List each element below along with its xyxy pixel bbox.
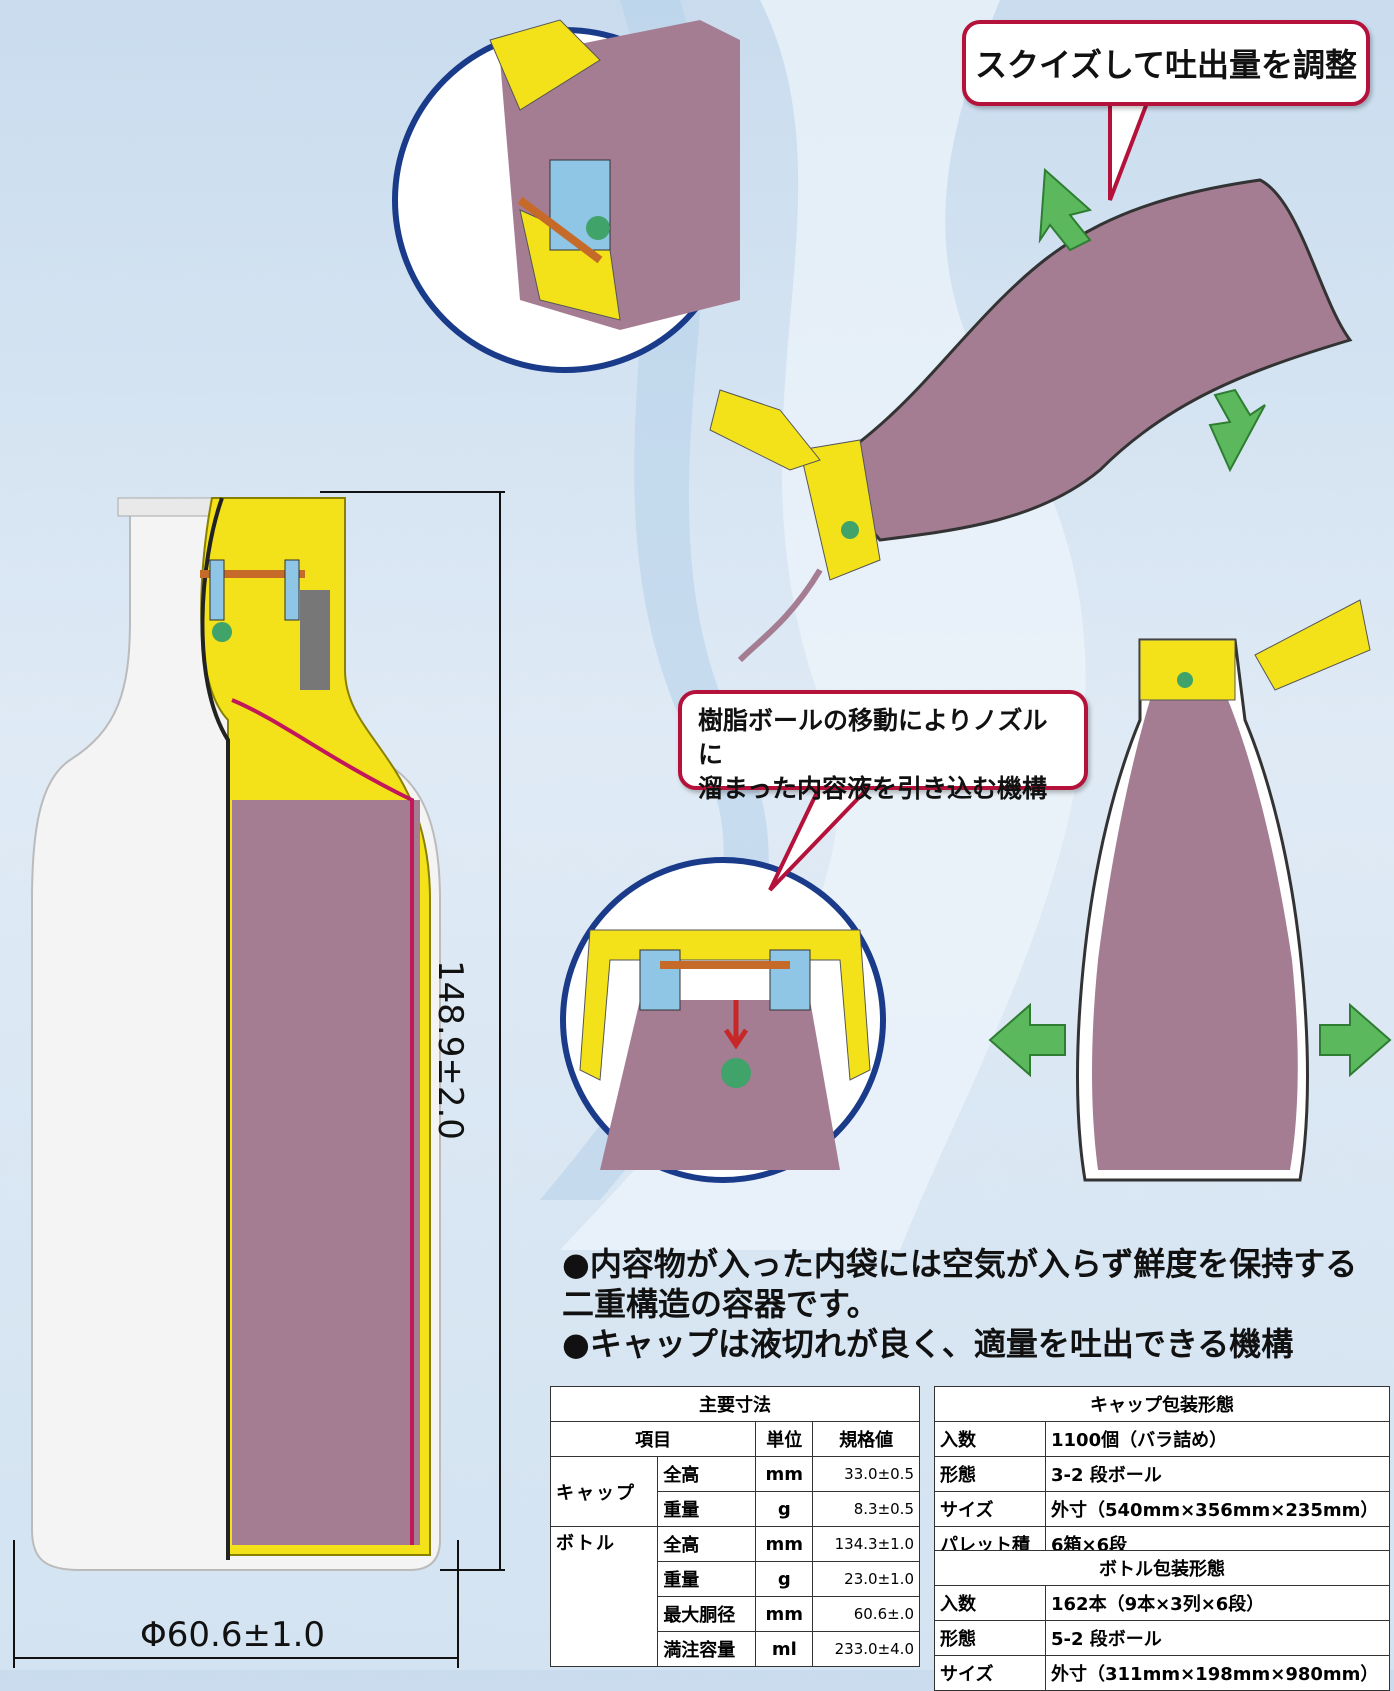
row-value: 外寸（540mm×356mm×235mm） [1045,1491,1390,1527]
bottle-label: ボトル [549,1526,659,1667]
main-table-title: 主要寸法 [550,1386,920,1422]
arrow-down-icon [1038,167,1093,252]
callout-mechanism: 樹脂ボールの移動によりノズルに 溜まった内容液を引き込む機構 [678,690,1088,803]
row-name: 重量 [657,1561,757,1597]
arrow-right-icon [1319,1002,1392,1078]
height-dimension: 148.9±2.0 [430,960,470,1140]
row-value: 5-2 段ボール [1045,1620,1390,1656]
row-value: 外寸（311mm×198mm×980mm） [1045,1655,1390,1691]
row-key: 入数 [934,1585,1046,1621]
table-row: 最大胴径 mm 60.6±.0 [551,1596,920,1632]
callout-mechanism-line2: 溜まった内容液を引き込む機構 [698,774,1048,803]
row-value: 8.3±0.5 [812,1491,920,1527]
nozzle-detail-bottom [560,857,886,1183]
header-item: 項目 [549,1421,757,1457]
row-unit: g [755,1561,814,1597]
table-row: サイズ外寸（540mm×356mm×235mm） [934,1491,1390,1527]
cap-label: キャップ [549,1456,659,1527]
row-value: 60.6±.0 [812,1596,920,1632]
row-value: 233.0±4.0 [812,1631,920,1667]
table-row: 重量 g 23.0±1.0 [551,1561,920,1597]
row-value: 23.0±1.0 [812,1561,920,1597]
row-key: 形態 [934,1620,1046,1656]
row-key: サイズ [934,1491,1046,1527]
table-row: キャップ 全高 mm 33.0±0.5 [549,1456,920,1527]
table-row: サイズ外寸（311mm×198mm×980mm） [934,1655,1390,1691]
dimension-lines [13,491,505,1668]
row-value: 162本（9本×3列×6段） [1045,1585,1390,1621]
row-unit: g [755,1491,814,1527]
tilted-bottle [709,178,1353,663]
row-unit: mm [755,1456,814,1492]
row-value: 134.3±1.0 [812,1526,920,1562]
description-line3: ●キャップは液切れが良く、適量を吐出できる機構 [562,1325,1294,1363]
table-row: ボトル 全高 mm 134.3±1.0 [549,1526,920,1667]
nozzle-detail-top [392,19,740,373]
row-key: サイズ [934,1655,1046,1691]
row-unit: mm [755,1526,814,1562]
main-dimensions-table: 主要寸法 項目 単位 規格値 キャップ 全高 mm 33.0±0.5 重量 g … [549,1386,920,1667]
row-name: 全高 [657,1526,757,1562]
callout-squeeze: スクイズして吐出量を調整 [962,20,1370,106]
arrow-left-icon [988,1002,1066,1078]
row-value: 33.0±0.5 [812,1456,920,1492]
main-bottle [31,497,441,1571]
description-line2: 二重構造の容器です。 [562,1285,879,1323]
row-value: 3-2 段ボール [1045,1456,1390,1492]
product-description: ●内容物が入った内袋には空気が入らず鮮度を保持する 二重構造の容器です。 ●キャ… [562,1244,1362,1364]
row-name: 最大胴径 [657,1596,757,1632]
header-spec: 規格値 [812,1421,920,1457]
callout-mechanism-line1: 樹脂ボールの移動によりノズルに [698,706,1048,769]
cap-table-title: キャップ包装形態 [934,1386,1390,1422]
diameter-dimension: Φ60.6±1.0 [140,1615,326,1655]
row-name: 重量 [657,1491,757,1527]
table-row: 満注容量 ml 233.0±4.0 [551,1631,920,1667]
row-key: 形態 [934,1456,1046,1492]
row-value: 1100個（バラ詰め） [1045,1421,1390,1457]
bottle-table-title: ボトル包装形態 [934,1550,1390,1586]
row-unit: ml [755,1631,814,1667]
header-unit: 単位 [755,1421,814,1457]
squeeze-arrows [1038,167,1266,473]
row-key: 入数 [934,1421,1046,1457]
arrow-up-icon [1208,388,1266,473]
row-name: 全高 [657,1456,757,1492]
row-unit: mm [755,1596,814,1632]
description-line1: ●内容物が入った内袋には空気が入らず鮮度を保持する [562,1245,1358,1283]
row-name: 満注容量 [657,1631,757,1667]
table-row: 重量 g 8.3±0.5 [551,1491,920,1527]
expand-arrows [988,1002,1392,1078]
right-bottle [1076,599,1371,1182]
callout-squeeze-text: スクイズして吐出量を調整 [974,46,1358,84]
callout-tail-1 [1108,93,1153,201]
